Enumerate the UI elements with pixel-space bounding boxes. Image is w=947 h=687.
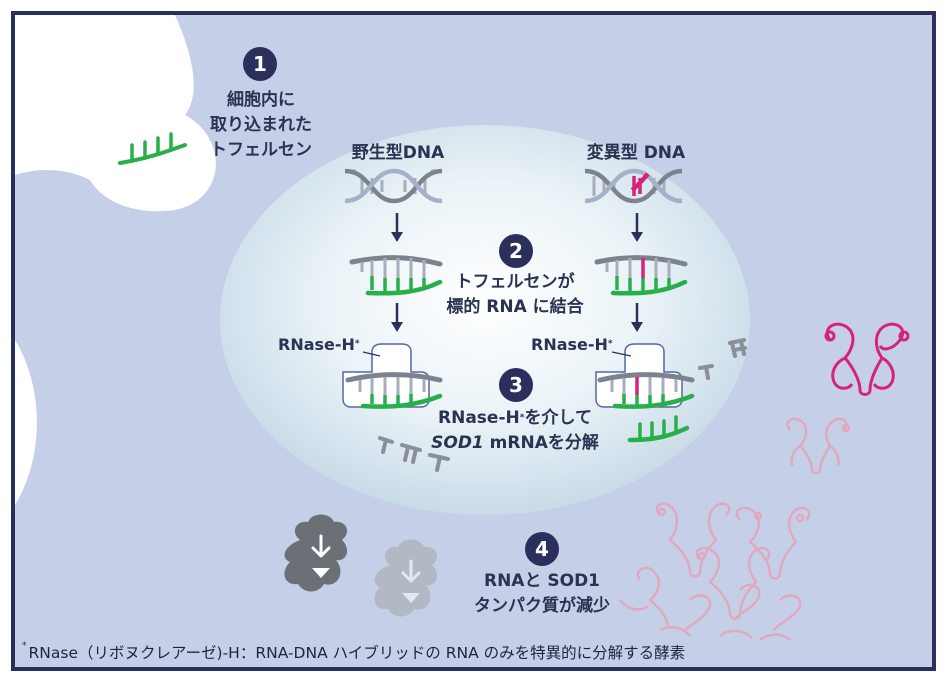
step-2-line-1: トフェルセンが [455,272,575,292]
step-4-line-2: タンパク質が減少 [474,596,610,616]
rnase-h-enzyme-mutant [595,343,695,409]
rnase-h-label-mutant: RNase-H* [531,332,621,357]
tofersen-strand-released [627,415,690,443]
step-1-badge: 1 [243,47,277,81]
step-3-badge: 3 [499,368,533,402]
wild-type-dna-label: 野生型DNA [351,143,445,163]
protein-aggregate-magenta [824,322,910,396]
nucleus [220,125,750,515]
step-3-line-2-rest: mRNAを分解 [483,433,599,453]
rnase-h-label-wild-main: RNase-H [278,335,355,354]
step-2-badge: 2 [499,234,533,268]
step-3-line-1: RNase-H*を介して [430,406,600,431]
step-3-line-2: SOD1 mRNAを分解 [430,431,600,456]
step-1-line-3: トフェルセン [210,140,312,160]
rnase-h-label-wild-asterisk: * [354,339,360,349]
step-2-line-2: 標的 RNA に結合 [446,297,584,317]
step-3-line-1-tail: を介して [524,408,592,428]
white-region-left [15,340,37,505]
step-1-line-2: 取り込まれた [210,115,312,135]
step-3-asterisk: * [519,413,525,423]
mutant-rna-tofersen-duplex [594,255,688,296]
rnase-h-label-wild: RNase-H* [278,332,368,357]
footnote-text: RNase（リボヌクレアーゼ)-H：RNA-DNA ハイブリッドの RNA のみ… [28,644,686,662]
protein-aggregate-pink-cluster [619,502,811,642]
wild-type-dna-helix [344,168,443,204]
step-3-enzyme-name: RNase-H [438,408,520,428]
footnote-mark: * [22,641,27,651]
step-3-text: RNase-H*を介して SOD1 mRNAを分解 [430,406,600,456]
sod1-protein-dark [284,514,348,592]
step-4-text: RNAと SOD1 タンパク質が減少 [462,569,622,619]
tofersen-strand-outside [118,132,187,165]
step-1-text: 細胞内に 取り込まれた トフェルセン [196,88,326,163]
footnote: *RNase（リボヌクレアーゼ)-H：RNA-DNA ハイブリッドの RNA の… [22,641,922,663]
white-region-top-left [15,15,216,212]
rnase-h-enzyme-wild [342,343,443,409]
step-2-text: トフェルセンが 標的 RNA に結合 [440,270,590,320]
step-4-line-1: RNAと SOD1 [483,571,601,591]
mutant-dna-helix [584,168,683,204]
wild-rna-tofersen-duplex [349,255,443,296]
step-4-badge: 4 [525,532,559,566]
rnase-h-label-mutant-asterisk: * [607,339,613,349]
step-1-line-1: 細胞内に [227,90,295,110]
mutant-dna-label: 変異型 DNA [586,143,686,163]
arrows [391,213,643,332]
protein-aggregate-pink-small [786,417,851,475]
sod1-protein-light [374,539,438,617]
rnase-h-label-mutant-main: RNase-H [531,335,608,354]
step-3-gene-name: SOD1 [431,433,484,453]
rna-fragments [378,338,747,472]
